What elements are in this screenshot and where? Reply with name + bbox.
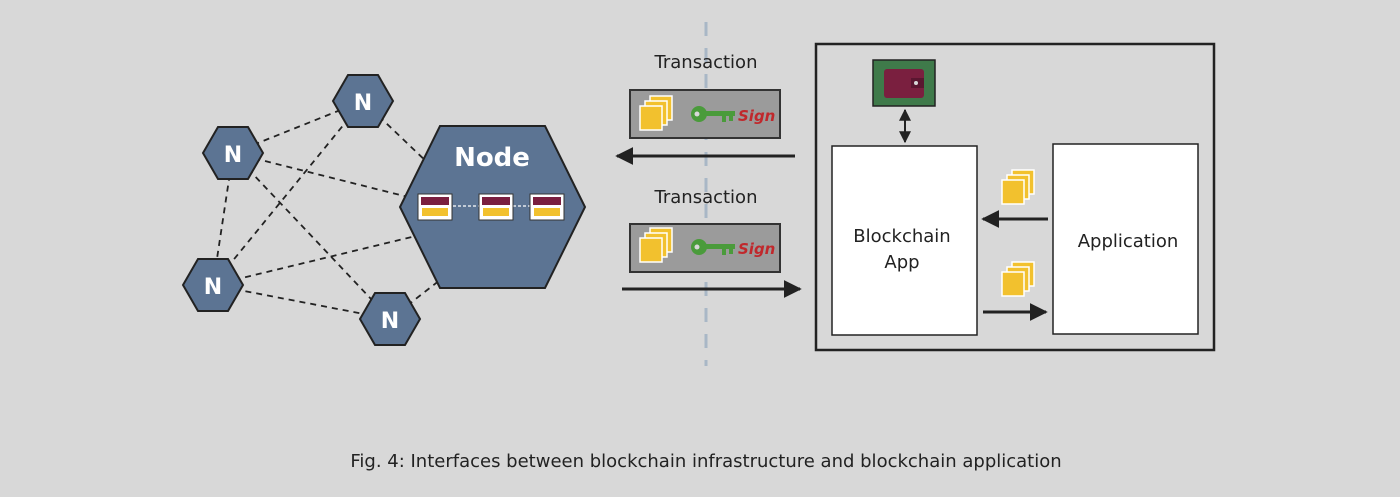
- sign-text-bottom: Sign: [738, 240, 775, 258]
- peer-node: N: [331, 74, 395, 128]
- peer-node: N: [358, 292, 422, 346]
- block-icon: [417, 193, 453, 221]
- network-links: [212, 100, 441, 320]
- transaction-label-bottom: Transaction: [654, 187, 758, 208]
- application-label: Application: [1078, 231, 1179, 252]
- block-icon: [529, 193, 565, 221]
- application-box: Application: [1052, 143, 1199, 335]
- wallet-icon: [872, 59, 936, 107]
- client-system-frame: [814, 42, 1216, 352]
- figure-caption: Fig. 4: Interfaces between blockchain in…: [350, 451, 1061, 472]
- peer-node-label: N: [381, 309, 399, 334]
- blockchain-app-label-line2: App: [884, 252, 919, 273]
- main-node-label: Node: [454, 143, 530, 173]
- transaction-card-bottom: Sign: [629, 223, 781, 273]
- block-icon: [478, 193, 514, 221]
- blockchain-app-label-line1: Blockchain: [853, 226, 950, 247]
- main-node: Node: [398, 125, 587, 289]
- coin-stack-icon: [639, 227, 673, 263]
- transaction-card-top: Sign: [629, 89, 781, 139]
- peer-node: N: [201, 126, 265, 180]
- blockchain-app-box: Blockchain App: [831, 145, 978, 336]
- coin-stack-icon: [1001, 169, 1035, 205]
- peer-node: N: [181, 258, 245, 312]
- transaction-label-top: Transaction: [654, 52, 758, 73]
- coin-stack-icon: [639, 95, 673, 131]
- peer-node-label: N: [204, 275, 222, 300]
- sign-text-top: Sign: [738, 107, 775, 125]
- peer-node-label: N: [354, 91, 372, 116]
- coin-stack-icon: [1001, 261, 1035, 297]
- peer-node-label: N: [224, 143, 242, 168]
